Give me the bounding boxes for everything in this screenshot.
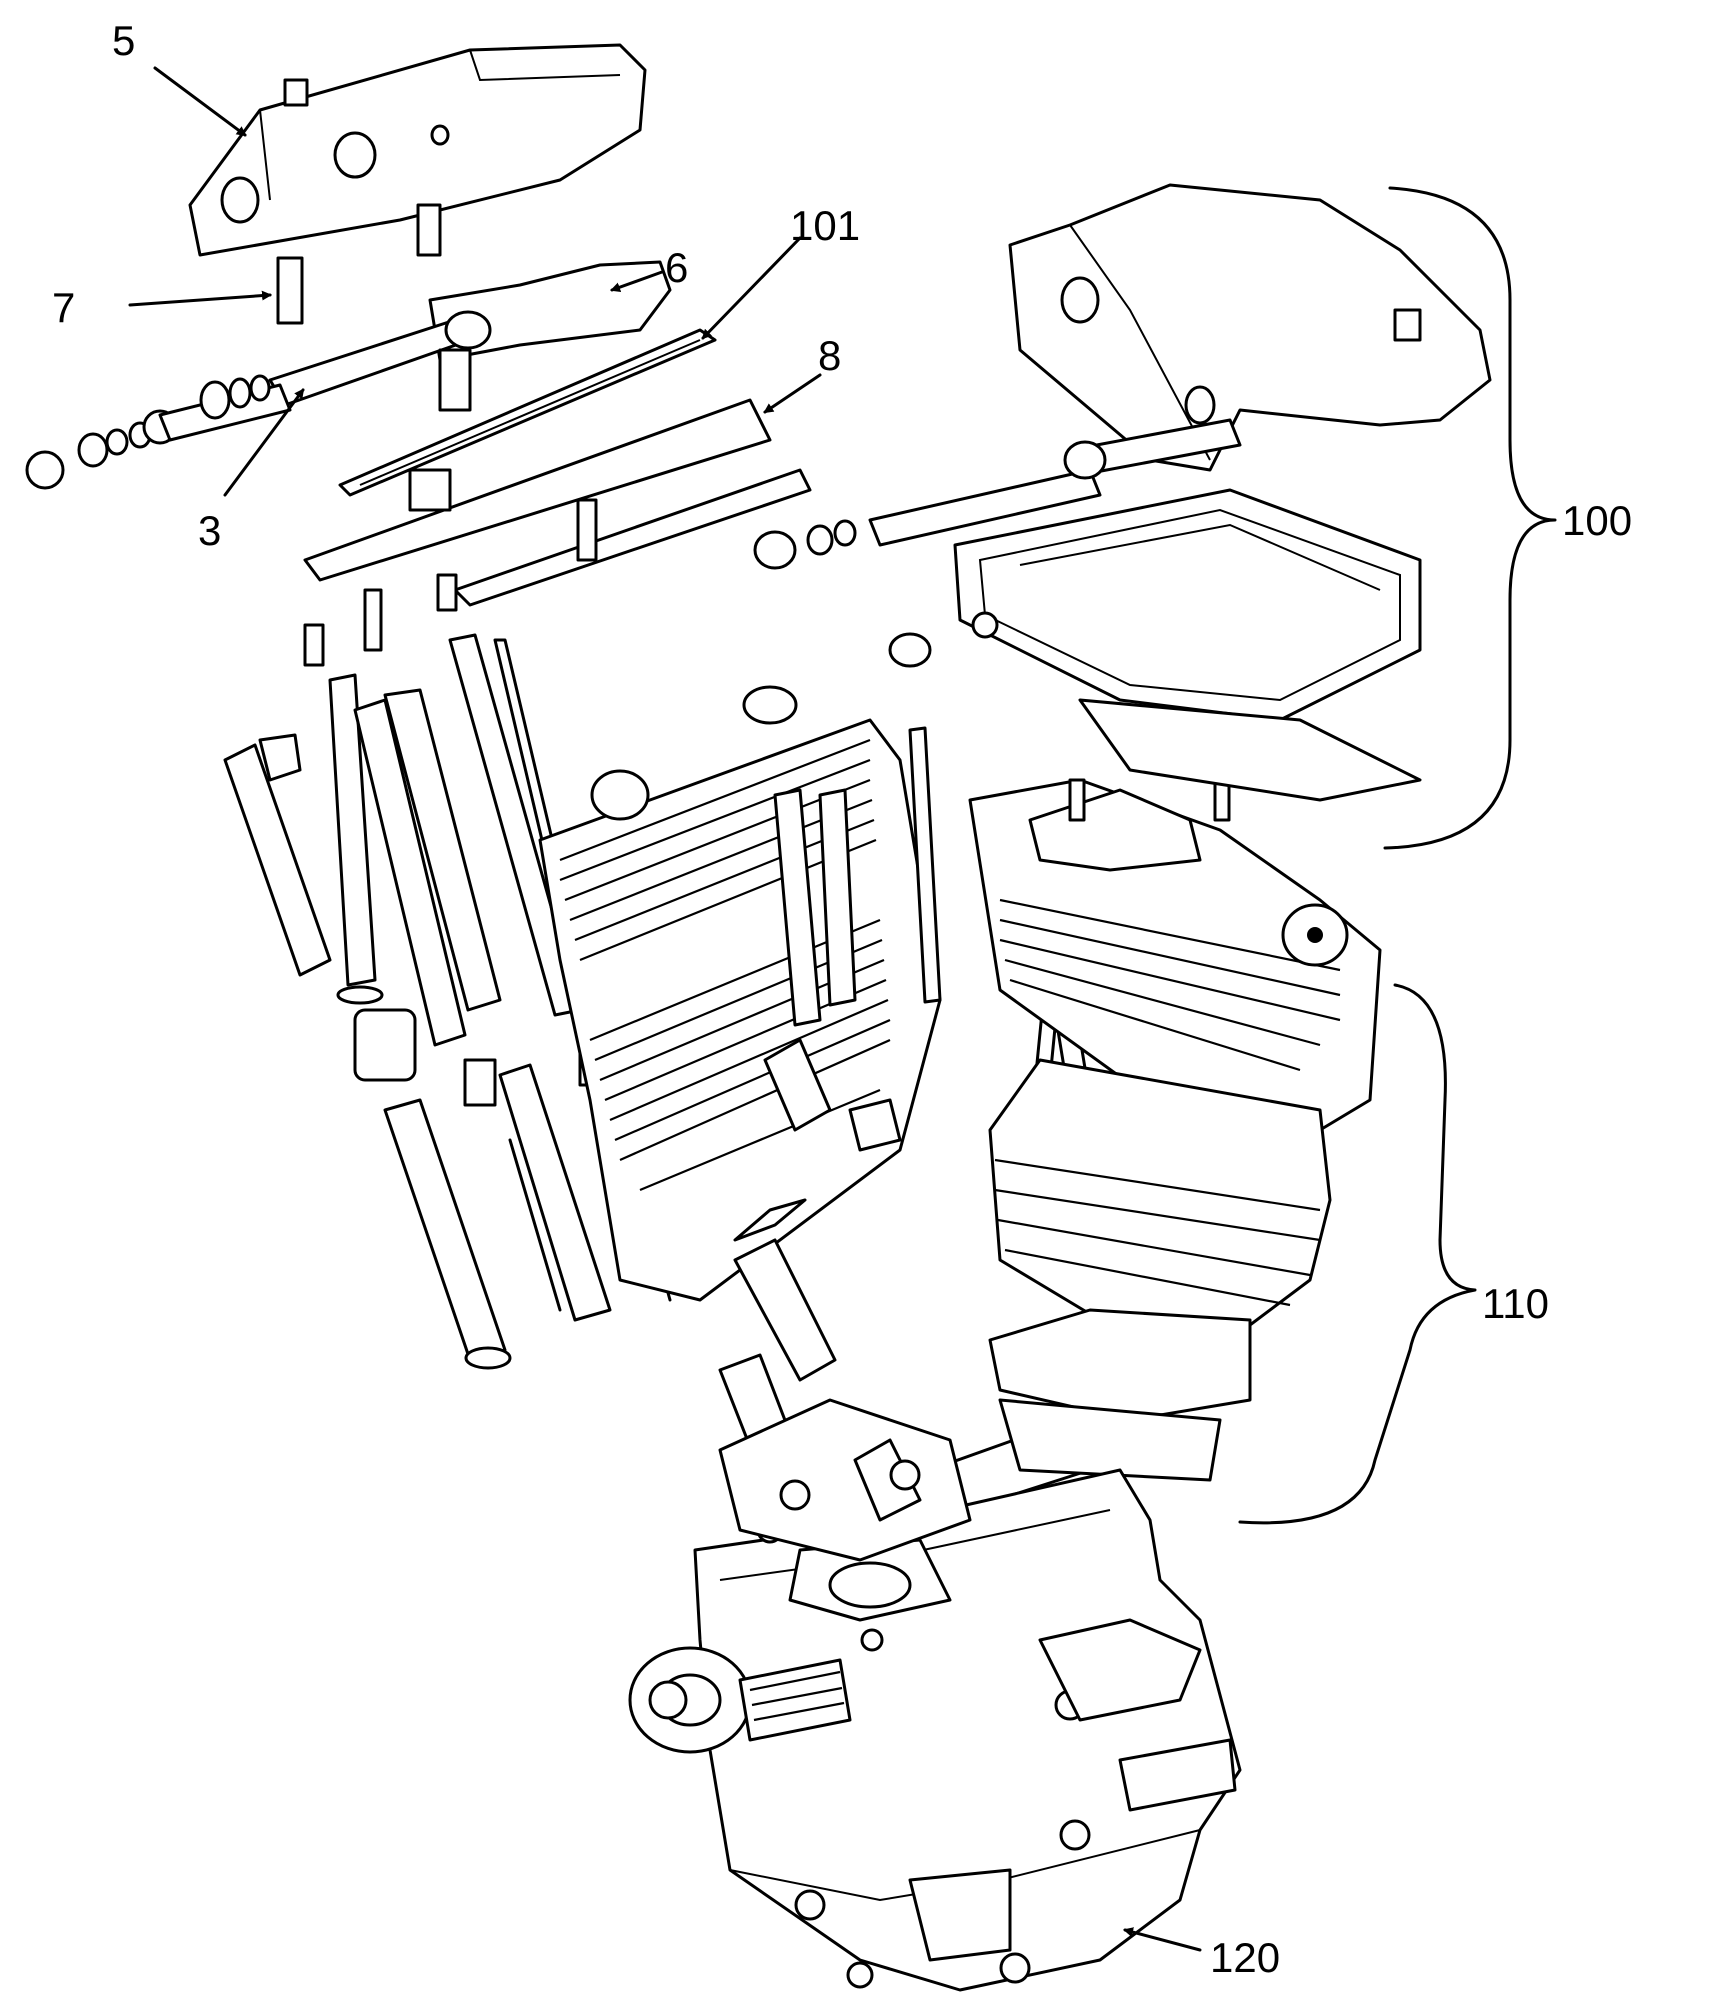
leader-8 bbox=[763, 373, 822, 414]
rocker-arm-assembly bbox=[25, 256, 672, 490]
ref-label-3: 3 bbox=[198, 507, 221, 554]
right-rocker-box bbox=[753, 183, 1492, 802]
left-rocker-cover bbox=[188, 43, 647, 257]
leader-6 bbox=[610, 270, 664, 292]
crankcase bbox=[628, 1398, 1242, 1992]
rear-cylinder bbox=[538, 685, 942, 1302]
leader-7 bbox=[128, 290, 272, 307]
bracket-110 bbox=[1238, 983, 1477, 1525]
bracket-100 bbox=[1383, 186, 1557, 850]
leader-3 bbox=[223, 388, 305, 497]
ref-label-120: 120 bbox=[1210, 1934, 1280, 1981]
ref-label-100: 100 bbox=[1562, 497, 1632, 544]
front-cylinder bbox=[968, 768, 1382, 1482]
leader-5 bbox=[153, 66, 247, 137]
leader-120 bbox=[1123, 1927, 1202, 1952]
ref-label-101: 101 bbox=[790, 202, 860, 249]
leader-101 bbox=[701, 236, 802, 340]
left-pushrod-tubes bbox=[223, 573, 672, 1370]
ref-label-110: 110 bbox=[1482, 1280, 1549, 1327]
ref-label-7: 7 bbox=[52, 284, 75, 331]
left-gaskets bbox=[303, 328, 812, 607]
ref-label-8: 8 bbox=[818, 332, 841, 379]
ref-label-5: 5 bbox=[112, 17, 135, 64]
ref-label-6: 6 bbox=[665, 244, 688, 291]
